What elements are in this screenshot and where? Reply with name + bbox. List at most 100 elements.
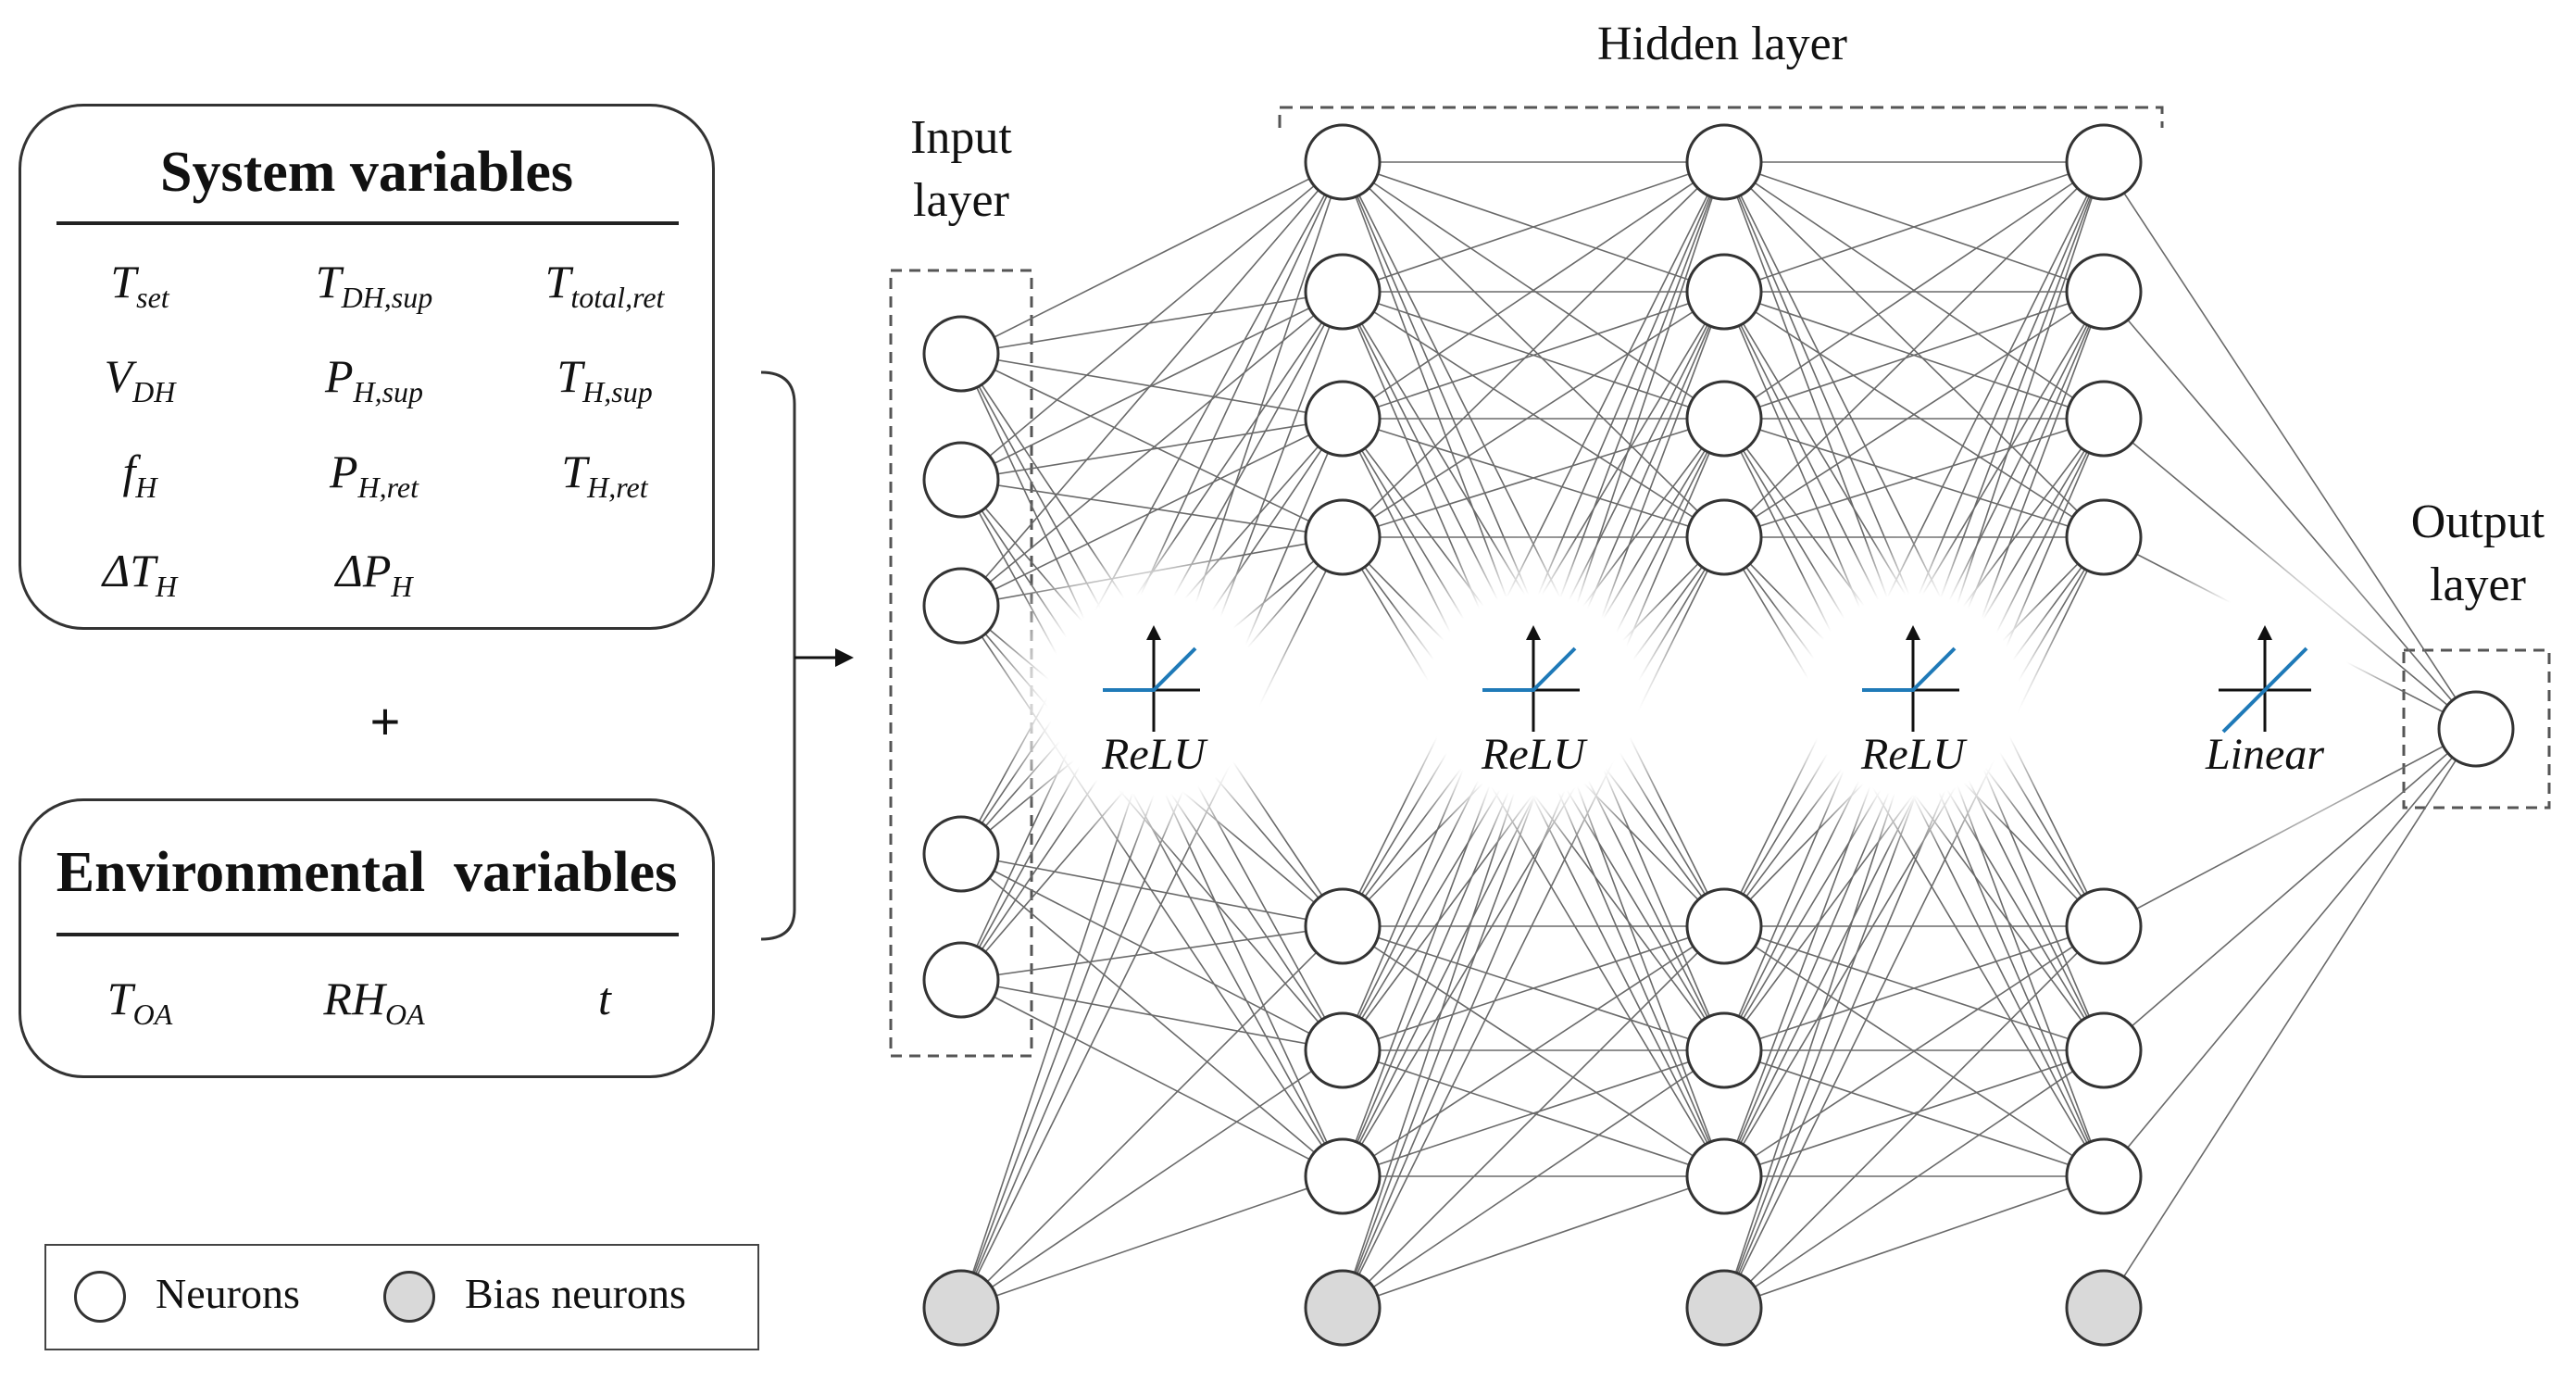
relu-activation-icon: ReLU [1860, 625, 1968, 779]
environmental-title-rule [56, 933, 679, 936]
system-variable-symbol: T [315, 256, 342, 308]
connection-edge [1723, 418, 2105, 1309]
legend: Neurons Bias neurons [44, 1244, 759, 1350]
bias-neuron [1685, 1269, 1763, 1347]
activation-label: ReLU [1860, 730, 1968, 779]
system-variable-subscript: H [391, 570, 413, 603]
connection-edge [960, 418, 1344, 481]
activation-label: ReLU [1101, 730, 1208, 779]
system-variable-symbol: ΔT [102, 545, 156, 596]
connection-edge [960, 161, 1344, 481]
system-variable: Ttotal,ret [545, 255, 665, 315]
environmental-variable-subscript: OA [132, 998, 173, 1031]
hidden-neuron [2065, 1011, 2143, 1089]
hidden-neuron [2065, 887, 2143, 965]
grouping-brace [760, 370, 796, 941]
connection-edge [960, 479, 1344, 538]
system-variable-subscript: total,ret [570, 281, 665, 314]
connection-edge [2103, 728, 2477, 1177]
system-variable: Tset [110, 255, 169, 315]
system-variable-symbol: T [544, 256, 571, 308]
connection-edge [960, 161, 1344, 607]
system-variable: ΔTH [103, 544, 177, 604]
connection-edge [960, 353, 1344, 538]
system-variable-symbol: ΔP [335, 545, 392, 596]
system-variable-subscript: DH [132, 375, 176, 408]
hidden-neuron [1685, 1011, 1763, 1089]
hidden-neuron [1685, 253, 1763, 331]
activation-function-curve [1103, 647, 1197, 692]
hidden-neuron [1304, 253, 1382, 331]
relu-activation-icon: ReLU [1481, 625, 1588, 779]
environmental-variables-title: Environmental variables [56, 841, 678, 904]
system-variable: PH,ret [330, 445, 419, 505]
activation-axis-arrow [2257, 625, 2272, 640]
connection-edge [960, 291, 1344, 355]
hidden-neuron [2065, 1137, 2143, 1215]
connection-edge [960, 161, 1344, 355]
connection-edge [960, 1049, 1344, 1309]
hidden-neuron [2065, 380, 2143, 458]
connection-edge [1342, 1049, 1725, 1177]
environmental-variable-symbol: t [598, 973, 611, 1024]
system-variables-title: System variables [159, 141, 574, 204]
connection-edge [1342, 161, 1725, 293]
connection-edge [2103, 291, 2477, 730]
relu-activation-icon: ReLU [1101, 625, 1208, 779]
system-variable: TH,ret [561, 445, 647, 505]
connection-edge [1342, 1049, 1725, 1309]
legend-neurons-label: Neurons [156, 1270, 300, 1317]
input-layer-label: Input layer [910, 111, 1012, 227]
plus-sign: + [369, 692, 401, 750]
hidden-neuron [2065, 253, 2143, 331]
output-neuron [2437, 690, 2515, 768]
hidden-layer-bracket [1278, 106, 2164, 128]
connection-edge [1342, 925, 1725, 1177]
hidden-neuron [1304, 498, 1382, 576]
system-variable-subscript: H,ret [357, 471, 419, 504]
hidden-neuron [1304, 1011, 1382, 1089]
activation-axis-arrow [1906, 625, 1920, 640]
hidden-neuron [1304, 887, 1382, 965]
system-variable: PH,sup [325, 349, 423, 409]
connection-edge [2103, 728, 2477, 1051]
system-variable: ΔPH [336, 544, 413, 604]
hidden-neuron [1685, 123, 1763, 201]
connection-edge [960, 1175, 1344, 1309]
legend-bias-neurons-label: Bias neurons [465, 1270, 686, 1317]
system-variable-symbol: P [324, 350, 354, 402]
system-variable-subscript: DH,sup [341, 281, 433, 314]
connection-edge [1723, 291, 2105, 420]
activation-label: ReLU [1481, 730, 1588, 779]
input-neuron [922, 815, 1000, 893]
system-variable-subscript: H,ret [587, 471, 648, 504]
linear-activation-icon: Linear [2205, 625, 2324, 779]
activation-label: Linear [2205, 730, 2324, 779]
connection-edge [1723, 161, 2105, 420]
hidden-neuron [1685, 887, 1763, 965]
input-neuron [922, 315, 1000, 393]
connection-edge [960, 925, 1344, 981]
connection-edge [960, 353, 1344, 420]
connection-edge [2103, 728, 2477, 1309]
environmental-variable: t [598, 972, 611, 1025]
bias-neuron [1304, 1269, 1382, 1347]
connection-edge [1723, 161, 2105, 538]
system-variable: fH [122, 445, 156, 505]
activation-function-curve [1862, 647, 1957, 692]
environmental-variable-subscript: OA [385, 998, 425, 1031]
system-variable-subscript: H [156, 570, 178, 603]
hidden-neuron [1685, 498, 1763, 576]
environmental-variable: TOA [107, 972, 172, 1032]
connection-edge [1723, 925, 2105, 1309]
activation-function-curve [1482, 647, 1577, 692]
bias-neuron [2065, 1269, 2143, 1347]
system-title-rule [56, 221, 679, 225]
hidden-neuron [1685, 380, 1763, 458]
connection-edge [960, 979, 1344, 1177]
system-variable-subscript: H [135, 471, 157, 504]
system-variable-subscript: H,sup [353, 375, 424, 408]
